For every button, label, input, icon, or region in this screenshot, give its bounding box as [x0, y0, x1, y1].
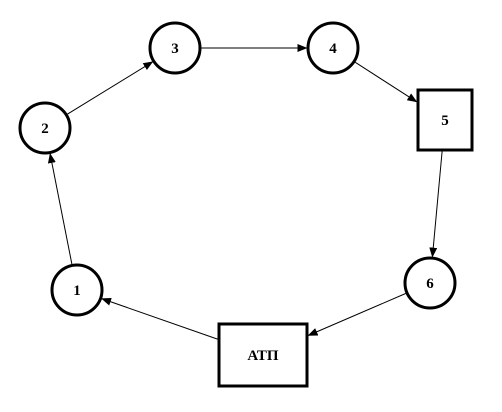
edges-layer	[47, 44, 443, 340]
node-label: АТП	[247, 348, 279, 364]
node-box	[217, 322, 309, 388]
node-circle	[18, 101, 72, 155]
node-circle	[50, 263, 104, 317]
node-label: 2	[41, 121, 49, 137]
node-box	[416, 88, 474, 152]
edge-n1-to-n2	[47, 153, 73, 265]
node-label: 5	[441, 113, 449, 129]
edge-atp-to-n1	[101, 297, 218, 340]
edge-n6-to-atp	[307, 293, 406, 336]
node-circle	[148, 21, 202, 75]
node-n4: 4	[306, 21, 360, 75]
node-label: 3	[171, 41, 179, 57]
node-label: 4	[329, 41, 337, 57]
node-circle	[403, 256, 457, 310]
edge-n4-to-n5	[355, 61, 418, 103]
node-label: 1	[73, 283, 81, 299]
node-n1: 1	[50, 263, 104, 317]
node-n3: 3	[148, 21, 202, 75]
node-atp: АТП	[217, 322, 309, 388]
node-label: 6	[426, 276, 434, 292]
node-n5: 5	[416, 88, 474, 152]
edge-n5-to-n6	[429, 151, 443, 258]
edge-n2-to-n3	[67, 61, 154, 115]
node-n6: 6	[403, 256, 457, 310]
node-n2: 2	[18, 101, 72, 155]
node-circle	[306, 21, 360, 75]
